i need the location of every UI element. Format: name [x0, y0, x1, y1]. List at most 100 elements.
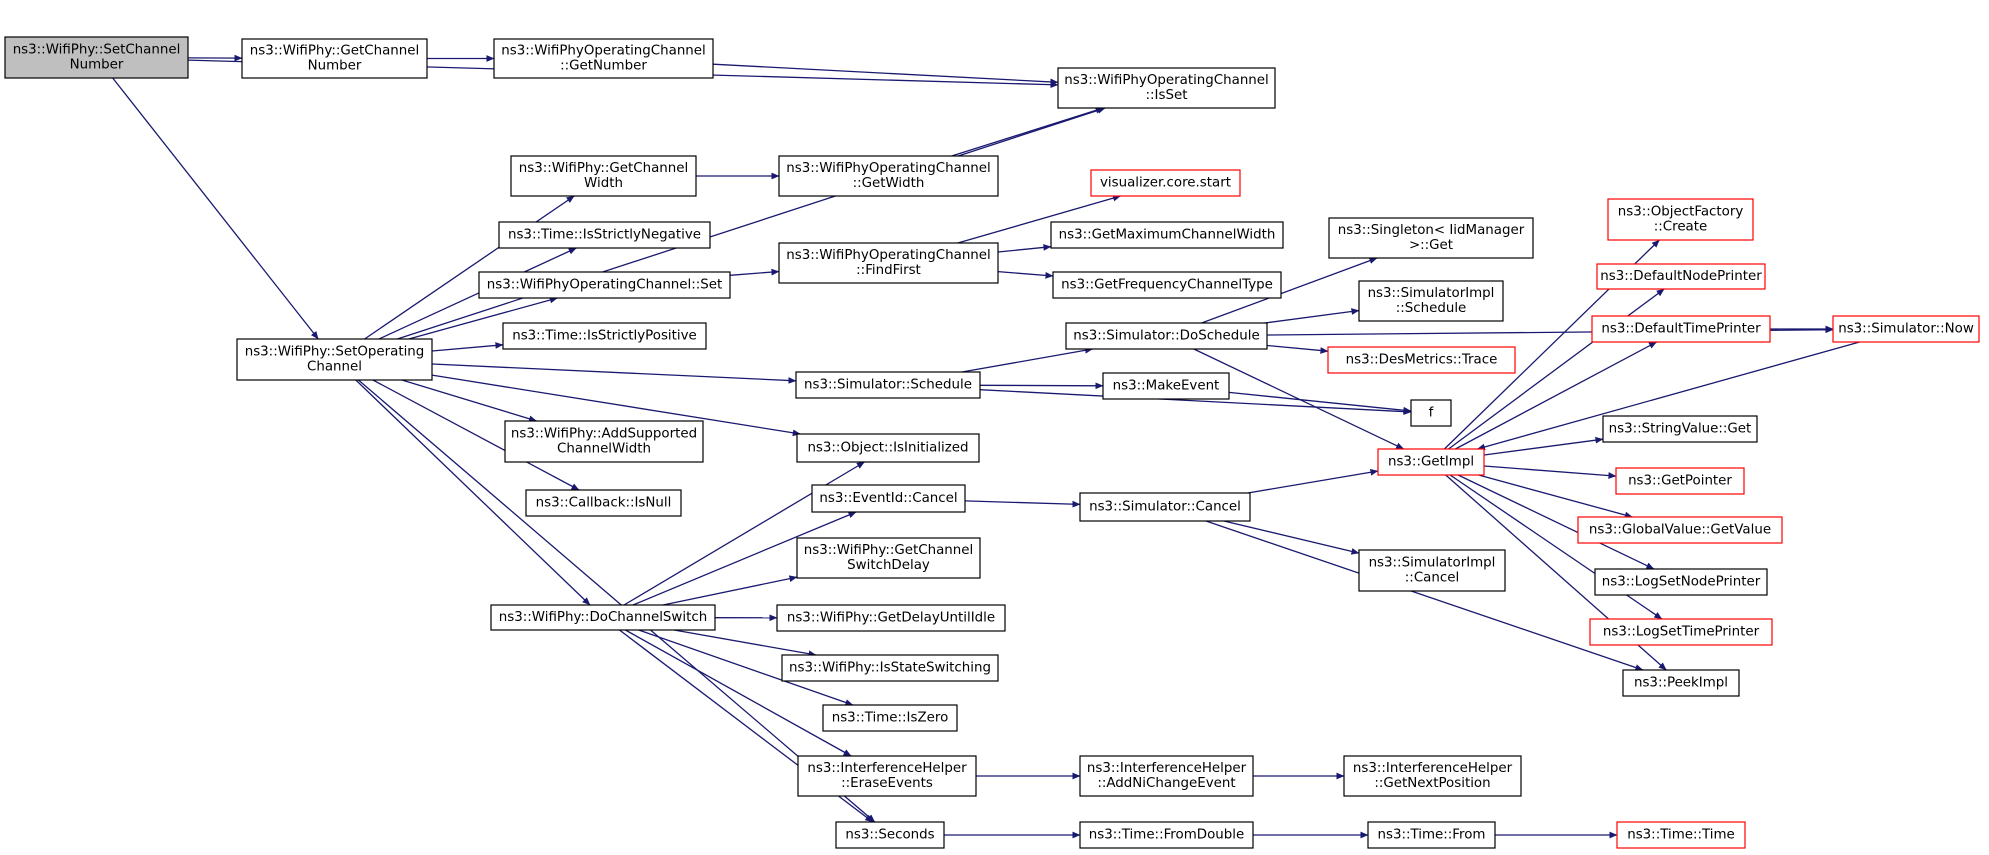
node-box-defaultTimePrinter[interactable]	[1591, 315, 1771, 343]
node-box-f[interactable]	[1410, 399, 1452, 427]
node-desMetricsTrace[interactable]: ns3::DesMetrics::Trace	[1327, 346, 1516, 374]
node-box-simCancel[interactable]	[1079, 492, 1251, 522]
node-box-timeFromDouble[interactable]	[1079, 821, 1254, 849]
node-box-callbackIsNull[interactable]	[525, 489, 682, 517]
node-box-simImplSchedule[interactable]	[1358, 280, 1504, 322]
node-box-singletonGet[interactable]	[1328, 217, 1534, 259]
node-defaultTimePrinter[interactable]: ns3::DefaultTimePrinter	[1591, 315, 1771, 343]
node-stringValueGet[interactable]: ns3::StringValue::Get	[1602, 415, 1758, 443]
node-box-simulatorNow[interactable]	[1832, 315, 1980, 343]
node-opFindFirst[interactable]: ns3::WifiPhyOperatingChannel::FindFirst	[778, 242, 999, 284]
node-box-opIsSet[interactable]	[1057, 67, 1276, 109]
node-box-getMaxChannelWidth[interactable]	[1050, 221, 1284, 249]
node-opGetNumber[interactable]: ns3::WifiPhyOperatingChannel::GetNumber	[493, 38, 714, 79]
node-box-peekImpl[interactable]	[1622, 669, 1740, 697]
node-box-seconds[interactable]	[835, 821, 945, 849]
node-box-opFindFirst[interactable]	[778, 242, 999, 284]
node-simImplCancel[interactable]: ns3::SimulatorImpl::Cancel	[1358, 549, 1506, 592]
node-opIsSet[interactable]: ns3::WifiPhyOperatingChannel::IsSet	[1057, 67, 1276, 109]
node-box-getChannelWidth[interactable]	[510, 155, 697, 197]
node-timeIsZero[interactable]: ns3::Time::IsZero	[822, 704, 958, 732]
node-box-opSet[interactable]	[478, 271, 731, 299]
node-box-ihGetNextPosition[interactable]	[1343, 755, 1522, 797]
node-timeTime[interactable]: ns3::Time::Time	[1616, 821, 1746, 849]
node-box-opGetWidth[interactable]	[778, 155, 999, 197]
node-f[interactable]: f	[1410, 399, 1452, 427]
node-callbackIsNull[interactable]: ns3::Callback::IsNull	[525, 489, 682, 517]
node-box-logSetNodePrinter[interactable]	[1594, 568, 1768, 596]
node-box-doChannelSwitch[interactable]	[490, 604, 716, 631]
node-box-getPointer[interactable]	[1615, 467, 1745, 495]
node-peekImpl[interactable]: ns3::PeekImpl	[1622, 669, 1740, 697]
node-doChannelSwitch[interactable]: ns3::WifiPhy::DoChannelSwitch	[490, 604, 716, 631]
node-box-makeEvent[interactable]	[1102, 372, 1230, 400]
node-simDoSchedule[interactable]: ns3::Simulator::DoSchedule	[1065, 322, 1268, 350]
node-box-desMetricsTrace[interactable]	[1327, 346, 1516, 374]
node-box-setChannelNumber[interactable]	[4, 36, 189, 79]
node-box-setOperatingChannel[interactable]	[236, 338, 433, 381]
node-simSchedule[interactable]: ns3::Simulator::Schedule	[795, 371, 981, 399]
node-box-isStateSwitching[interactable]	[781, 654, 999, 682]
node-eventIdCancel[interactable]: ns3::EventId::Cancel	[811, 484, 966, 513]
node-box-objectIsInitialized[interactable]	[796, 433, 980, 463]
node-ihAddNiChangeEvent[interactable]: ns3::InterferenceHelper::AddNiChangeEven…	[1079, 755, 1254, 797]
node-objectFactoryCreate[interactable]: ns3::ObjectFactory::Create	[1607, 198, 1754, 241]
node-box-getImpl[interactable]	[1377, 448, 1485, 476]
node-box-ihEraseEvents[interactable]	[797, 755, 977, 797]
node-box-timeTime[interactable]	[1616, 821, 1746, 849]
node-box-ihAddNiChangeEvent[interactable]	[1079, 755, 1254, 797]
node-box-vizStart[interactable]	[1090, 169, 1241, 197]
node-timeFrom[interactable]: ns3::Time::From	[1367, 821, 1496, 849]
node-logSetTimePrinter[interactable]: ns3::LogSetTimePrinter	[1589, 618, 1773, 646]
node-getFreqChannelType[interactable]: ns3::GetFrequencyChannelType	[1052, 271, 1282, 299]
node-box-globalValueGetValue[interactable]	[1577, 516, 1783, 544]
node-box-simDoSchedule[interactable]	[1065, 322, 1268, 350]
node-globalValueGetValue[interactable]: ns3::GlobalValue::GetValue	[1577, 516, 1783, 544]
node-box-timeIsZero[interactable]	[822, 704, 958, 732]
node-opSet[interactable]: ns3::WifiPhyOperatingChannel::Set	[478, 271, 731, 299]
node-box-eventIdCancel[interactable]	[811, 484, 966, 513]
node-box-getFreqChannelType[interactable]	[1052, 271, 1282, 299]
node-isStateSwitching[interactable]: ns3::WifiPhy::IsStateSwitching	[781, 654, 999, 682]
node-box-defaultNodePrinter[interactable]	[1596, 263, 1766, 290]
node-makeEvent[interactable]: ns3::MakeEvent	[1102, 372, 1230, 400]
node-isStrictlyNegative[interactable]: ns3::Time::IsStrictlyNegative	[498, 221, 711, 249]
node-box-getDelayUntilIdle[interactable]	[776, 604, 1006, 632]
node-simulatorNow[interactable]: ns3::Simulator::Now	[1832, 315, 1980, 343]
node-ihEraseEvents[interactable]: ns3::InterferenceHelper::EraseEvents	[797, 755, 977, 797]
node-box-simImplCancel[interactable]	[1358, 549, 1506, 592]
node-box-timeFrom[interactable]	[1367, 821, 1496, 849]
node-isStrictlyPositive[interactable]: ns3::Time::IsStrictlyPositive	[502, 322, 707, 350]
node-simImplSchedule[interactable]: ns3::SimulatorImpl::Schedule	[1358, 280, 1504, 322]
node-box-isStrictlyNegative[interactable]	[498, 221, 711, 249]
node-vizStart[interactable]: visualizer.core.start	[1090, 169, 1241, 197]
node-singletonGet[interactable]: ns3::Singleton< IidManager>::Get	[1328, 217, 1534, 259]
node-logSetNodePrinter[interactable]: ns3::LogSetNodePrinter	[1594, 568, 1768, 596]
node-box-logSetTimePrinter[interactable]	[1589, 618, 1773, 646]
node-box-objectFactoryCreate[interactable]	[1607, 198, 1754, 241]
node-defaultNodePrinter[interactable]: ns3::DefaultNodePrinter	[1596, 263, 1766, 290]
node-ihGetNextPosition[interactable]: ns3::InterferenceHelper::GetNextPosition	[1343, 755, 1522, 797]
node-simCancel[interactable]: ns3::Simulator::Cancel	[1079, 492, 1251, 522]
node-box-simSchedule[interactable]	[795, 371, 981, 399]
node-getPointer[interactable]: ns3::GetPointer	[1615, 467, 1745, 495]
node-box-isStrictlyPositive[interactable]	[502, 322, 707, 350]
node-box-opGetNumber[interactable]	[493, 38, 714, 79]
node-getMaxChannelWidth[interactable]: ns3::GetMaximumChannelWidth	[1050, 221, 1284, 249]
node-box-getChannelNumber[interactable]	[241, 38, 428, 79]
node-objectIsInitialized[interactable]: ns3::Object::IsInitialized	[796, 433, 980, 463]
node-getImpl[interactable]: ns3::GetImpl	[1377, 448, 1485, 476]
node-seconds[interactable]: ns3::Seconds	[835, 821, 945, 849]
node-box-addSupportedChannelWidth[interactable]	[504, 420, 704, 463]
node-box-stringValueGet[interactable]	[1602, 415, 1758, 443]
node-timeFromDouble[interactable]: ns3::Time::FromDouble	[1079, 821, 1254, 849]
node-getDelayUntilIdle[interactable]: ns3::WifiPhy::GetDelayUntilIdle	[776, 604, 1006, 632]
node-box-getChannelSwitchDelay[interactable]	[796, 537, 981, 579]
node-opGetWidth[interactable]: ns3::WifiPhyOperatingChannel::GetWidth	[778, 155, 999, 197]
